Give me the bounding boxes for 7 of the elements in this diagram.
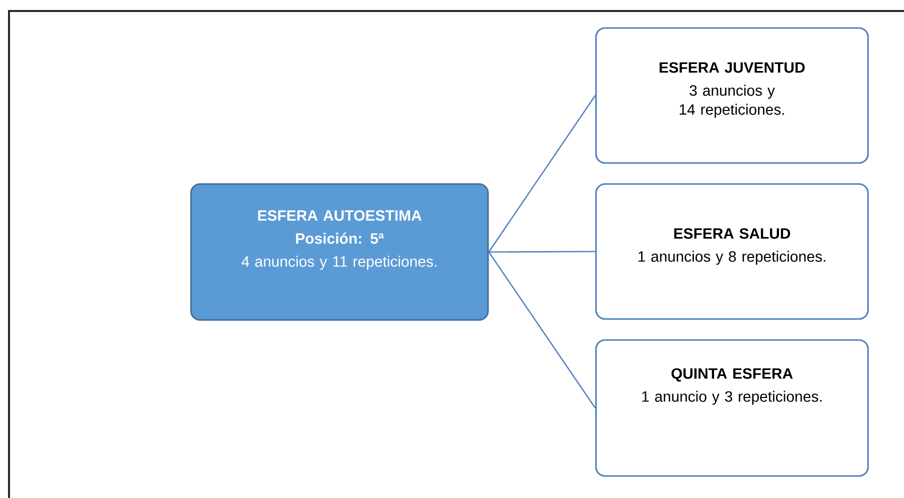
process-box: ESFERA JUVENTUD 3 anuncios y 14 repeticiones.	[595, 27, 869, 164]
process-box: QUINTA ESFERA 1 anuncio y 3 repeticiones.	[595, 339, 869, 477]
connector-line	[488, 95, 596, 252]
connector-line	[488, 252, 596, 408]
connector-line	[488, 250, 596, 253]
process-box: ESFERA AUTOESTIMA Posición: 5ª 4 anuncios y 11 repeticiones.	[190, 183, 489, 321]
process-box: ESFERA SALUD 1 anuncios y 8 repeticiones.	[595, 183, 869, 320]
